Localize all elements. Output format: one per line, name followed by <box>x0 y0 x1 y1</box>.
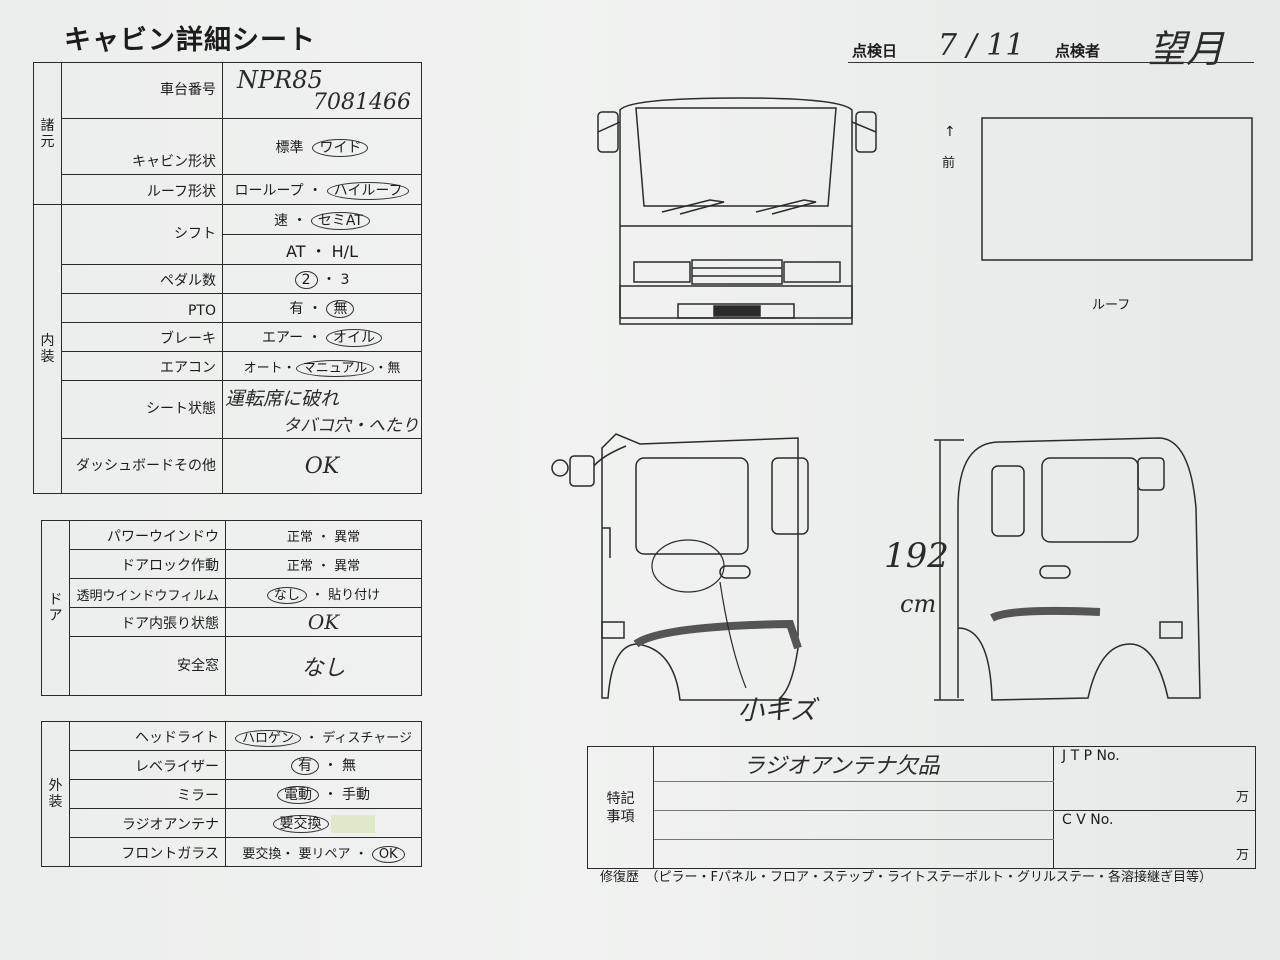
notes-label: 特記事項 <box>587 746 654 869</box>
front-arrow-icon: ↑ <box>944 124 956 140</box>
windshield-value: 要交換・ 要リペア ・ OK <box>225 837 422 867</box>
chassis-value: NPR85 7081466 <box>222 62 422 119</box>
shift-value-2: AT ・ H/L <box>222 234 422 265</box>
notes-line-4 <box>653 839 1054 869</box>
antenna-value: 要交換 <box>225 808 422 838</box>
windshield-label: フロントガラス <box>69 837 226 867</box>
cv-unit: 万 <box>1053 839 1256 869</box>
brake-label: ブレーキ <box>61 322 223 352</box>
pedal-value: 2 ・ 3 <box>222 264 422 294</box>
mirror-label: ミラー <box>69 779 226 809</box>
shift-circled: セミAT <box>310 211 370 230</box>
door-trim-value: OK <box>225 607 422 637</box>
headlight-value: ハロゲン ・ ディスチャージ <box>225 721 422 751</box>
height-note-value: 192 <box>884 536 949 576</box>
pto-label: PTO <box>61 293 223 323</box>
front-label: 前 <box>942 156 956 171</box>
exterior-table: 外装 ヘッドライト ハロゲン ・ ディスチャージ レベライザー 有 ・ 無 ミラ… <box>41 721 422 867</box>
cabin-front-view <box>597 97 877 325</box>
cabin-type-label: キャビン形状 <box>61 118 223 175</box>
safety-window-value: なし <box>225 636 422 696</box>
jtp-number-label: J T P No. <box>1053 746 1256 782</box>
cabin-left-side-view <box>551 433 809 701</box>
highlight-mark <box>330 815 375 833</box>
pto-circled: 無 <box>326 300 355 318</box>
cabin-type-circled: ワイド <box>312 138 369 157</box>
notes-table: 特記事項 ラジオアンテナ欠品 J T P No. 万 C V No. 万 <box>587 746 1256 869</box>
power-window-value: 正常 ・ 異常 <box>225 520 422 550</box>
inspector-label: 点検者 <box>1055 42 1101 60</box>
inspector-value: 望月 <box>1148 27 1225 71</box>
roof-box <box>981 117 1253 261</box>
film-circled: なし <box>266 586 307 604</box>
door-trim-label: ドア内張り状態 <box>69 607 226 637</box>
cv-number-label: C V No. <box>1053 810 1256 840</box>
scratch-note: 小キズ <box>738 696 817 726</box>
safety-window-label: 安全窓 <box>69 636 226 696</box>
power-window-label: パワーウインドウ <box>69 520 226 550</box>
door-lock-label: ドアロック作動 <box>69 549 226 579</box>
repair-history: 修復歴 （ピラー・Fパネル・フロア・ステップ・ライトステーボルト・グリルステー・… <box>600 870 1212 885</box>
film-label: 透明ウインドウフィルム <box>69 578 226 608</box>
cabin-diagrams <box>551 97 1253 701</box>
category-exterior: 外装 <box>41 721 70 867</box>
cabin-type-value: 標準 ワイド <box>222 118 422 175</box>
notes-line-3 <box>653 810 1054 840</box>
leveler-label: レベライザー <box>69 750 226 780</box>
pto-value: 有 ・ 無 <box>222 293 422 323</box>
pedal-circled: 2 <box>294 271 318 289</box>
dash-label: ダッシュボードその他 <box>61 438 223 494</box>
dash-value: OK <box>222 438 422 494</box>
chassis-label: 車台番号 <box>61 62 223 119</box>
specs-interior-table: 諸元 車台番号 NPR85 7081466 キャビン形状 標準 ワイド ルーフ形… <box>33 62 422 494</box>
shift-value-1: 速 ・ セミAT <box>222 204 422 235</box>
ac-circled: マニュアル <box>295 359 375 377</box>
windshield-circled: OK <box>371 845 405 863</box>
height-note-unit: cm <box>900 590 937 618</box>
header-underline <box>848 62 1254 63</box>
roof-label: ルーフ形状 <box>61 174 223 205</box>
seat-value: 運転席に破れ タバコ穴・へたり <box>222 380 422 439</box>
brake-circled: オイル <box>326 329 383 347</box>
leveler-value: 有 ・ 無 <box>225 750 422 780</box>
mirror-value: 電動 ・ 手動 <box>225 779 422 809</box>
seat-label: シート状態 <box>61 380 223 439</box>
door-table: ドア パワーウインドウ 正常 ・ 異常 ドアロック作動 正常 ・ 異常 透明ウイ… <box>41 520 422 696</box>
roof-value: ローループ ・ ハイルーフ <box>222 174 422 205</box>
door-lock-value: 正常 ・ 異常 <box>225 549 422 579</box>
page-title: キャビン詳細シート <box>64 25 316 56</box>
category-door: ドア <box>41 520 70 696</box>
notes-line-1: ラジオアンテナ欠品 <box>653 746 1054 782</box>
leveler-circled: 有 <box>291 757 320 775</box>
roof-circled: ハイルーフ <box>326 181 410 200</box>
cabin-right-side-view <box>934 437 1201 701</box>
ac-label: エアコン <box>61 351 223 381</box>
antenna-circled: 要交換 <box>272 815 329 833</box>
ac-value: オート・マニュアル・無 <box>222 351 422 381</box>
headlight-circled: ハロゲン <box>235 729 302 747</box>
film-value: なし ・ 貼り付け <box>225 578 422 608</box>
roof-diagram-label: ルーフ <box>1092 298 1131 313</box>
date-value: 7 / 11 <box>938 28 1025 63</box>
date-label: 点検日 <box>852 42 898 60</box>
brake-value: エアー ・ オイル <box>222 322 422 352</box>
antenna-label: ラジオアンテナ <box>69 808 226 838</box>
notes-line-2 <box>653 781 1054 811</box>
headlight-label: ヘッドライト <box>69 721 226 751</box>
pedal-label: ペダル数 <box>61 264 223 294</box>
mirror-circled: 電動 <box>277 786 320 804</box>
shift-label: シフト <box>61 204 223 265</box>
category-specs: 諸元 <box>33 62 62 205</box>
jtp-unit: 万 <box>1053 781 1256 811</box>
category-interior: 内装 <box>33 204 62 494</box>
